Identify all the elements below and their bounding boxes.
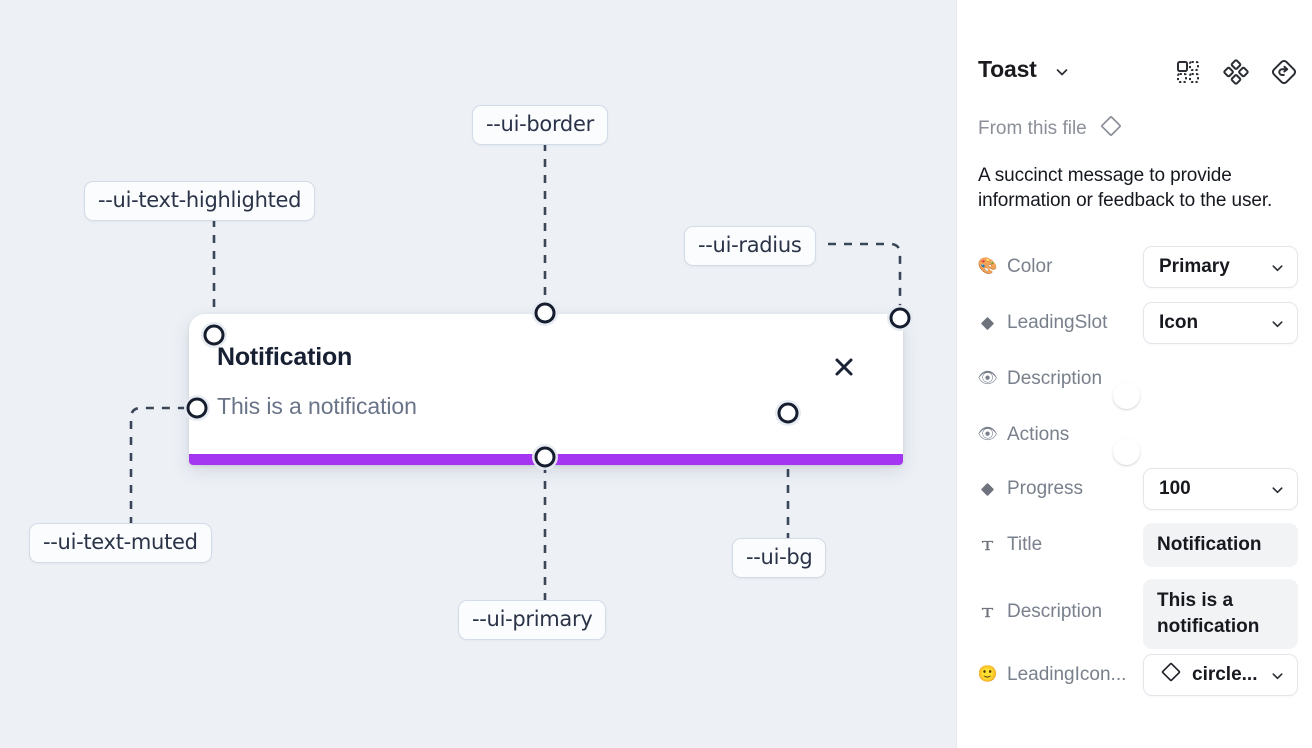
annotation-pill-text-highlighted[interactable]: --ui-text-highlighted bbox=[84, 181, 316, 221]
panel-title: Toast bbox=[978, 56, 1037, 82]
handle-dot-radius[interactable] bbox=[889, 307, 911, 329]
palette-icon: 🎨 bbox=[977, 258, 998, 275]
design-canvas[interactable]: Notification This is a notification --ui… bbox=[0, 0, 956, 748]
diamond-outline-icon bbox=[1098, 113, 1124, 144]
smiley-icon: 🙂 bbox=[977, 666, 998, 683]
property-label-progress: Progress bbox=[978, 478, 1083, 500]
property-row-leadingicon: 🙂 LeadingIcon... circle... bbox=[957, 654, 1312, 696]
select-color[interactable]: Primary bbox=[1143, 246, 1298, 288]
handle-dot-text-muted[interactable] bbox=[186, 397, 208, 419]
property-label-title: Title bbox=[978, 534, 1042, 556]
property-row-color: 🎨 Color Primary bbox=[957, 246, 1312, 288]
properties-panel: Toast bbox=[956, 0, 1312, 748]
from-this-file-label: From this file bbox=[978, 117, 1087, 139]
select-progress[interactable]: 100 bbox=[1143, 468, 1298, 510]
handle-dot-primary[interactable] bbox=[534, 446, 556, 468]
property-row-description: 👁 Description bbox=[957, 362, 1312, 409]
from-this-file-row[interactable]: From this file bbox=[978, 113, 1124, 144]
text-t-icon bbox=[978, 603, 997, 622]
select-leadingslot[interactable]: Icon bbox=[1143, 302, 1298, 344]
diamond-outline-icon bbox=[1159, 660, 1183, 690]
toggle-knob bbox=[1113, 381, 1140, 409]
eye-icon: 👁 bbox=[977, 425, 998, 443]
annotation-pill-primary[interactable]: --ui-primary bbox=[458, 600, 607, 640]
components-grid-icon[interactable] bbox=[1174, 58, 1202, 86]
input-title[interactable]: Notification bbox=[1143, 523, 1298, 567]
toast-description: This is a notification bbox=[217, 393, 417, 419]
close-x-icon[interactable] bbox=[829, 352, 859, 382]
toast-component-preview[interactable]: Notification This is a notification bbox=[189, 314, 903, 465]
property-label-leadingicon: 🙂 LeadingIcon... bbox=[977, 664, 1127, 685]
diamond-solid-icon bbox=[978, 480, 997, 499]
panel-header: Toast bbox=[957, 0, 1312, 104]
property-row-leadingslot: LeadingSlot Icon bbox=[957, 302, 1312, 344]
diamond-solid-icon bbox=[978, 314, 997, 333]
annotation-pill-text-muted[interactable]: --ui-text-muted bbox=[29, 523, 212, 563]
text-t-icon bbox=[978, 536, 997, 555]
property-label-actions: 👁 Actions bbox=[977, 423, 1070, 445]
handle-dot-text-highlighted[interactable] bbox=[203, 324, 225, 346]
chevron-down-icon[interactable] bbox=[1054, 64, 1070, 80]
annotation-pill-bg[interactable]: --ui-bg bbox=[732, 538, 827, 578]
chevron-down-icon bbox=[1270, 482, 1285, 497]
handle-dot-bg[interactable] bbox=[777, 402, 799, 424]
toast-title: Notification bbox=[217, 343, 353, 371]
chevron-down-icon bbox=[1270, 668, 1285, 683]
chevron-down-icon bbox=[1270, 260, 1285, 275]
property-row-actions: 👁 Actions bbox=[957, 418, 1312, 465]
annotation-pill-border[interactable]: --ui-border bbox=[472, 105, 608, 145]
property-label-color: 🎨 Color bbox=[977, 256, 1053, 277]
eye-icon: 👁 bbox=[977, 369, 998, 387]
variants-diamonds-icon[interactable] bbox=[1222, 58, 1250, 86]
component-description: A succinct message to provide informatio… bbox=[978, 165, 1273, 211]
property-row-title: Title Notification bbox=[957, 523, 1312, 567]
property-label-description: 👁 Description bbox=[977, 367, 1103, 389]
toggle-knob bbox=[1113, 437, 1140, 465]
property-row-description-text: Description This is a notification bbox=[957, 579, 1312, 649]
property-row-progress: Progress 100 bbox=[957, 468, 1312, 510]
handle-dot-border[interactable] bbox=[534, 302, 556, 324]
chevron-down-icon bbox=[1270, 316, 1285, 331]
input-description[interactable]: This is a notification bbox=[1143, 579, 1298, 649]
property-label-leadingslot: LeadingSlot bbox=[978, 312, 1107, 334]
annotation-pill-radius[interactable]: --ui-radius bbox=[684, 226, 816, 266]
select-leadingicon[interactable]: circle... bbox=[1143, 654, 1298, 696]
reset-instance-icon[interactable] bbox=[1270, 58, 1298, 86]
property-label-description-text: Description bbox=[978, 601, 1102, 623]
